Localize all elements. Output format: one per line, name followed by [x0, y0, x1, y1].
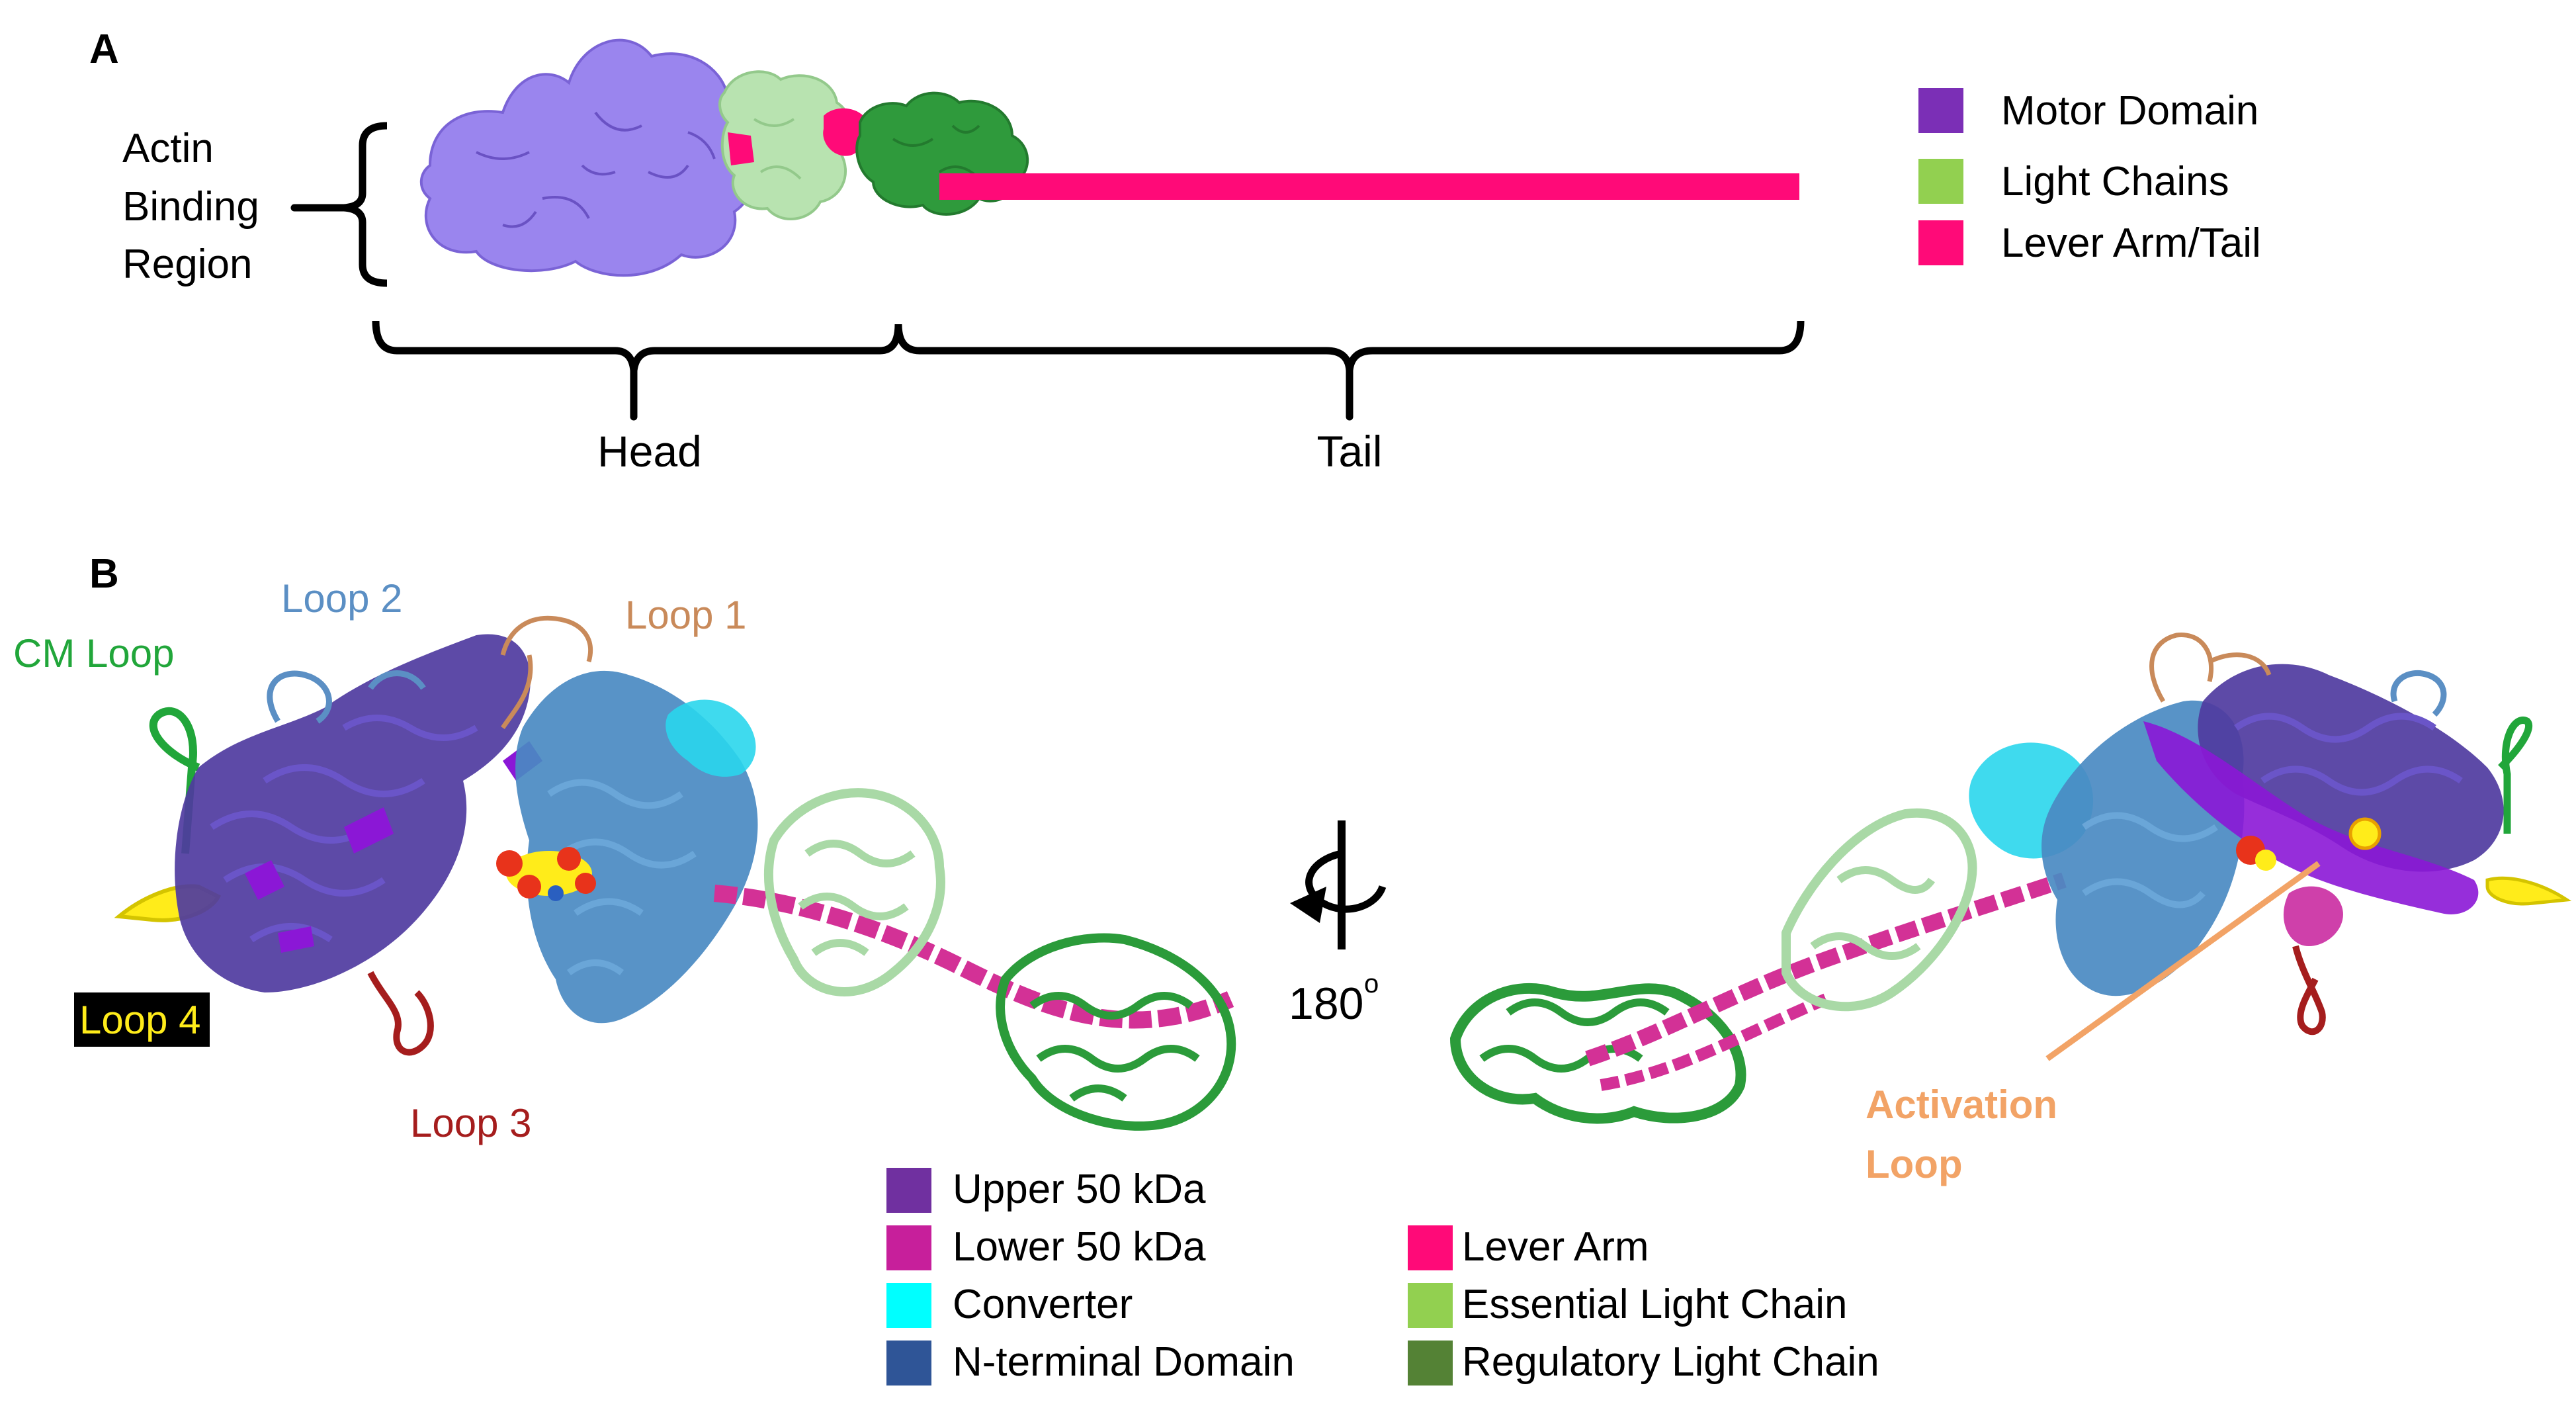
panel-a-label: A — [89, 26, 119, 72]
lever-arm-helix-right — [1585, 872, 2067, 1067]
legend-b-label-converter: Converter — [953, 1282, 1133, 1327]
loop2-ribbon — [267, 670, 426, 724]
legend-b-right: Lever Arm Essential Light Chain Regulato… — [1408, 1224, 1879, 1386]
actin-binding-label-line2: Binding — [122, 184, 259, 230]
rotation-unit: o — [1364, 969, 1379, 998]
legend-b-swatch-elc — [1408, 1283, 1453, 1328]
structure-left — [114, 615, 1236, 1131]
legend-b-swatch-nterm — [886, 1341, 931, 1386]
rlc-ribbons-right — [1449, 983, 1746, 1124]
legend-b-swatch-lever — [1408, 1225, 1453, 1270]
loop3-ribbon — [367, 971, 434, 1056]
loop1-ribbon-right — [2149, 633, 2272, 703]
panel-a: A Actin Binding Region Head Tail — [89, 26, 2261, 476]
upper-50-ribbons-left — [175, 634, 531, 992]
tail-label: Tail — [1316, 427, 1382, 476]
actin-binding-label-line1: Actin — [122, 126, 214, 171]
legend-a-swatch-motor — [1918, 88, 1963, 133]
rotation-value: 180 — [1289, 979, 1363, 1029]
legend-a-label-light: Light Chains — [2001, 159, 2229, 204]
label-loop3: Loop 3 — [410, 1101, 532, 1145]
head-brace — [372, 320, 902, 421]
rotation-180-icon — [1290, 820, 1387, 949]
light-chain-surface-a — [718, 70, 853, 220]
lever-arm-fragment-a1 — [728, 132, 754, 165]
label-activation-loop-line1: Activation — [1866, 1082, 2057, 1127]
elc-ribbons-left — [763, 788, 945, 996]
label-loop1: Loop 1 — [625, 593, 747, 637]
actin-binding-label-line3: Region — [122, 242, 252, 287]
legend-b-label-nterm: N-terminal Domain — [953, 1339, 1295, 1385]
actin-region-brace — [290, 122, 388, 287]
panel-b-label: B — [89, 551, 119, 597]
legend-b-label-lever: Lever Arm — [1462, 1224, 1649, 1270]
legend-b-left: Upper 50 kDa Lower 50 kDa Converter N-te… — [886, 1166, 1295, 1386]
converter-ribbons-left — [665, 699, 756, 777]
legend-b-label-rlc: Regulatory Light Chain — [1462, 1339, 1879, 1385]
legend-a-swatch-light — [1918, 159, 1963, 204]
legend-b-swatch-lower — [886, 1225, 931, 1270]
label-activation-loop-line2: Loop — [1866, 1142, 1963, 1186]
loop1-ribbon — [500, 615, 593, 729]
rlc-ribbons-left — [996, 933, 1236, 1131]
loop4-ribbon-right — [2485, 876, 2572, 906]
nucleotide-spheres-left — [496, 847, 596, 901]
label-loop4: Loop 4 — [79, 998, 201, 1042]
loop3-ribbon-right — [2292, 945, 2326, 1035]
legend-b-label-lower: Lower 50 kDa — [953, 1224, 1206, 1270]
head-label: Head — [597, 427, 702, 476]
label-loop2: Loop 2 — [281, 576, 403, 621]
cm-loop-ribbon — [149, 707, 200, 854]
legend-b-label-upper: Upper 50 kDa — [953, 1166, 1206, 1212]
upper-50-highlight-right — [2143, 721, 2479, 914]
legend-a-swatch-lever — [1918, 220, 1963, 265]
legend-b-swatch-upper — [886, 1168, 931, 1213]
tail-bar — [939, 173, 1799, 200]
upper-50-highlight-left — [245, 741, 542, 953]
cm-loop-ribbon-right — [2498, 717, 2533, 834]
activation-loop-pointer — [2045, 861, 2321, 1061]
legend-b-label-elc: Essential Light Chain — [1462, 1282, 1847, 1327]
legend-a-label-motor: Motor Domain — [2001, 88, 2258, 134]
legend-b-swatch-rlc — [1408, 1341, 1453, 1386]
legend-b-swatch-converter — [886, 1283, 931, 1328]
legend-a: Motor Domain Light Chains Lever Arm/Tail — [1918, 88, 2261, 266]
nucleotide-spheres-right — [2236, 817, 2382, 871]
legend-a-label-lever: Lever Arm/Tail — [2001, 220, 2261, 266]
motor-domain-surface — [419, 38, 756, 277]
label-cm-loop: CM Loop — [13, 631, 174, 676]
tail-brace — [894, 320, 1805, 421]
lever-arm-helix-left — [713, 885, 1234, 1029]
elc-ribbons-right — [1782, 808, 1977, 1012]
panel-b: B — [13, 551, 2572, 1386]
structure-right — [1449, 633, 2572, 1124]
loop4-label-bg — [74, 992, 210, 1047]
